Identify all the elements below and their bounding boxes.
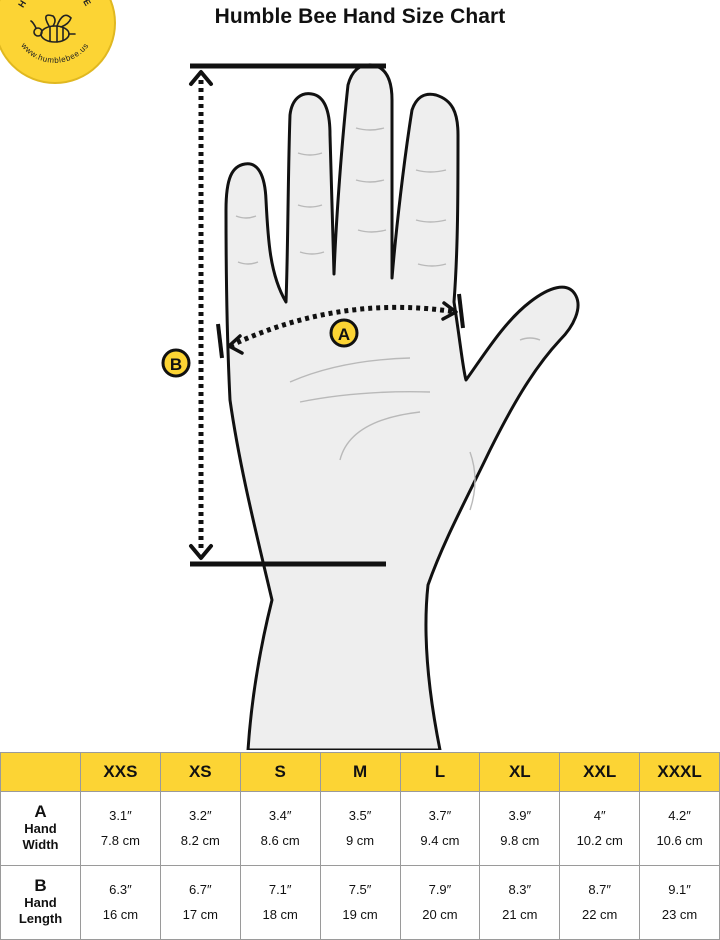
table-cell: 7.1″ 18 cm [239,865,321,940]
cell-inches: 3.7″ [428,808,452,824]
cell-cm: 22 cm [581,907,618,922]
width-arrow [228,304,457,349]
table-cell: 6.7″ 17 cm [159,865,241,940]
humble-bee-logo: HUMBLE BEE www.humblebee.us [0,0,118,86]
hand-length-label: B Hand Length [0,865,81,940]
marker-a: A [329,318,359,348]
cell-cm: 21 cm [502,907,538,922]
size-header-xs: XS [159,752,241,792]
size-header-xxxl: XXXL [639,752,720,792]
row-label-line1: Hand [24,894,57,910]
cell-inches: 3.5″ [348,808,372,824]
table-cell: 4.2″ 10.6 cm [639,791,720,866]
cell-cm: 10.2 cm [576,833,623,848]
row-label-line2: Width [22,837,59,853]
cell-cm: 18 cm [262,907,298,922]
marker-b: B [161,348,191,378]
hand-outline [224,63,580,750]
table-cell: 3.9″ 9.8 cm [479,791,561,866]
cell-inches: 6.3″ [109,882,132,898]
cell-cm: 9 cm [345,833,375,848]
table-cell: 3.1″ 7.8 cm [80,791,161,866]
cell-cm: 9.8 cm [500,833,540,848]
bee-logo-icon: HUMBLE BEE www.humblebee.us [0,0,116,84]
cell-cm: 17 cm [182,907,219,922]
size-header-s: S [239,752,321,792]
size-table: XXS XS S M L XL XXL XXXL A Hand Width 3.… [0,752,720,940]
table-cell: 8.7″ 22 cm [559,865,641,940]
size-header-m: M [319,752,401,792]
table-cell: 7.5″ 19 cm [319,865,401,940]
hand-width-row: A Hand Width 3.1″ 7.8 cm 3.2″ 8.2 cm 3.4″ 8… [0,791,720,866]
table-cell: 9.1″ 23 cm [639,865,720,940]
cell-inches: 7.1″ [268,882,292,898]
row-label-line2: Length [18,911,63,927]
corner-cell [0,752,81,792]
cell-cm: 9.4 cm [420,833,460,848]
cell-inches: 3.9″ [508,808,532,824]
chart-title: Humble Bee Hand Size Chart [214,5,506,28]
size-header-xxs: XXS [80,752,161,792]
cell-cm: 7.8 cm [100,833,140,848]
hand-illustration: A B [0,40,720,750]
table-cell: 8.3″ 21 cm [479,865,561,940]
cell-inches: 8.3″ [508,882,532,898]
cell-cm: 8.2 cm [180,833,220,848]
cell-cm: 19 cm [342,907,378,922]
cell-cm: 16 cm [102,907,139,922]
table-cell: 6.3″ 16 cm [80,865,161,940]
table-cell: 3.4″ 8.6 cm [239,791,321,866]
cell-cm: 8.6 cm [260,833,300,848]
cell-inches: 6.7″ [188,882,212,898]
cell-cm: 23 cm [661,907,698,922]
cell-inches: 7.9″ [428,882,452,898]
cell-inches: 4″ [593,808,606,824]
cell-inches: 3.2″ [188,808,212,824]
table-cell: 3.7″ 9.4 cm [399,791,481,866]
row-letter: B [34,875,47,895]
hand-width-label: A Hand Width [0,791,81,866]
row-label-line1: Hand [24,820,57,836]
size-header-row: XXS XS S M L XL XXL XXXL [0,752,720,792]
table-cell: 3.2″ 8.2 cm [159,791,241,866]
cell-inches: 3.1″ [109,808,132,824]
size-header-l: L [399,752,481,792]
hand-diagram: A B [161,63,580,750]
cell-inches: 9.1″ [668,882,691,898]
cell-cm: 20 cm [422,907,458,922]
hand-length-row: B Hand Length 6.3″ 16 cm 6.7″ 17 cm 7.1″ 18… [0,865,720,940]
size-header-xxl: XXL [559,752,641,792]
cell-inches: 4.2″ [668,808,691,824]
row-letter: A [34,801,47,821]
size-header-xl: XL [479,752,561,792]
table-cell: 7.9″ 20 cm [399,865,481,940]
marker-a-label: A [338,325,350,344]
cell-inches: 7.5″ [348,882,372,898]
marker-b-label: B [170,355,182,374]
table-cell: 4″ 10.2 cm [559,791,641,866]
cell-inches: 8.7″ [588,882,612,898]
table-cell: 3.5″ 9 cm [319,791,401,866]
cell-cm: 10.6 cm [656,833,703,848]
cell-inches: 3.4″ [268,808,292,824]
